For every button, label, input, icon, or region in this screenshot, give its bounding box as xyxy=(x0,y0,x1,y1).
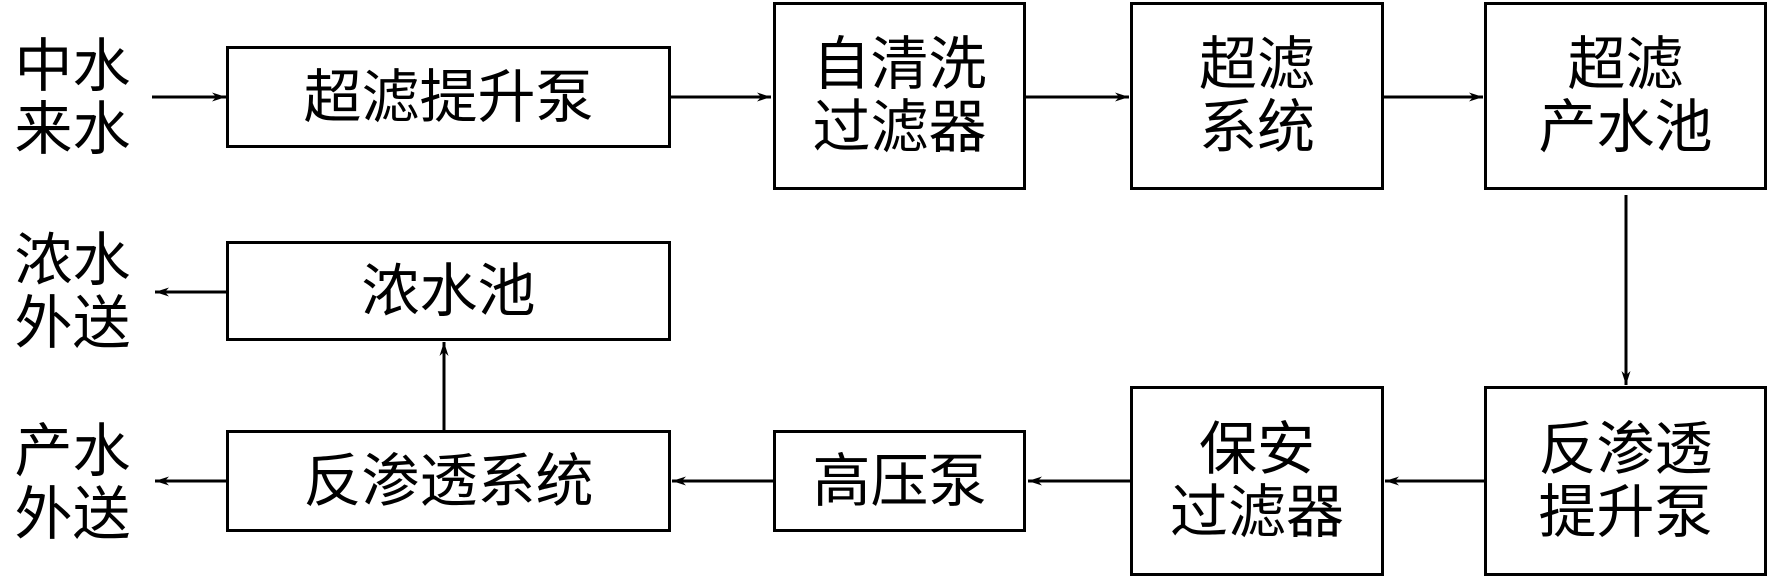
node-concentrate-tank: 浓水池 xyxy=(226,241,671,341)
node-self-clean-filter-label: 自清洗 过滤器 xyxy=(812,30,987,161)
node-ro-system-label: 反渗透系统 xyxy=(303,446,594,515)
label-concentrate-outflow-text: 浓水 外送 xyxy=(14,226,131,357)
node-high-pressure-pump: 高压泵 xyxy=(773,430,1026,532)
node-security-filter: 保安 过滤器 xyxy=(1130,386,1384,576)
node-uf-system-label: 超滤 系统 xyxy=(1198,30,1315,161)
node-security-filter-label: 保安 过滤器 xyxy=(1169,415,1344,546)
node-uf-product-tank: 超滤 产水池 xyxy=(1484,2,1767,190)
node-ro-system: 反渗透系统 xyxy=(226,430,671,532)
node-high-pressure-pump-label: 高压泵 xyxy=(812,446,987,515)
node-uf-lift-pump: 超滤提升泵 xyxy=(226,46,671,148)
label-reclaimed-water-inflow: 中水 来水 xyxy=(0,28,145,168)
label-product-water-outflow: 产水 外送 xyxy=(0,413,145,553)
node-uf-system: 超滤 系统 xyxy=(1130,2,1384,190)
label-product-water-outflow-text: 产水 外送 xyxy=(14,417,131,548)
node-self-clean-filter: 自清洗 过滤器 xyxy=(773,2,1026,190)
node-concentrate-tank-label: 浓水池 xyxy=(361,256,536,325)
node-uf-product-tank-label: 超滤 产水池 xyxy=(1538,30,1713,161)
label-reclaimed-water-inflow-text: 中水 来水 xyxy=(14,32,131,163)
node-uf-lift-pump-label: 超滤提升泵 xyxy=(303,62,594,131)
label-concentrate-outflow: 浓水 外送 xyxy=(0,222,145,362)
node-ro-lift-pump: 反渗透 提升泵 xyxy=(1484,386,1767,576)
node-ro-lift-pump-label: 反渗透 提升泵 xyxy=(1538,415,1713,546)
